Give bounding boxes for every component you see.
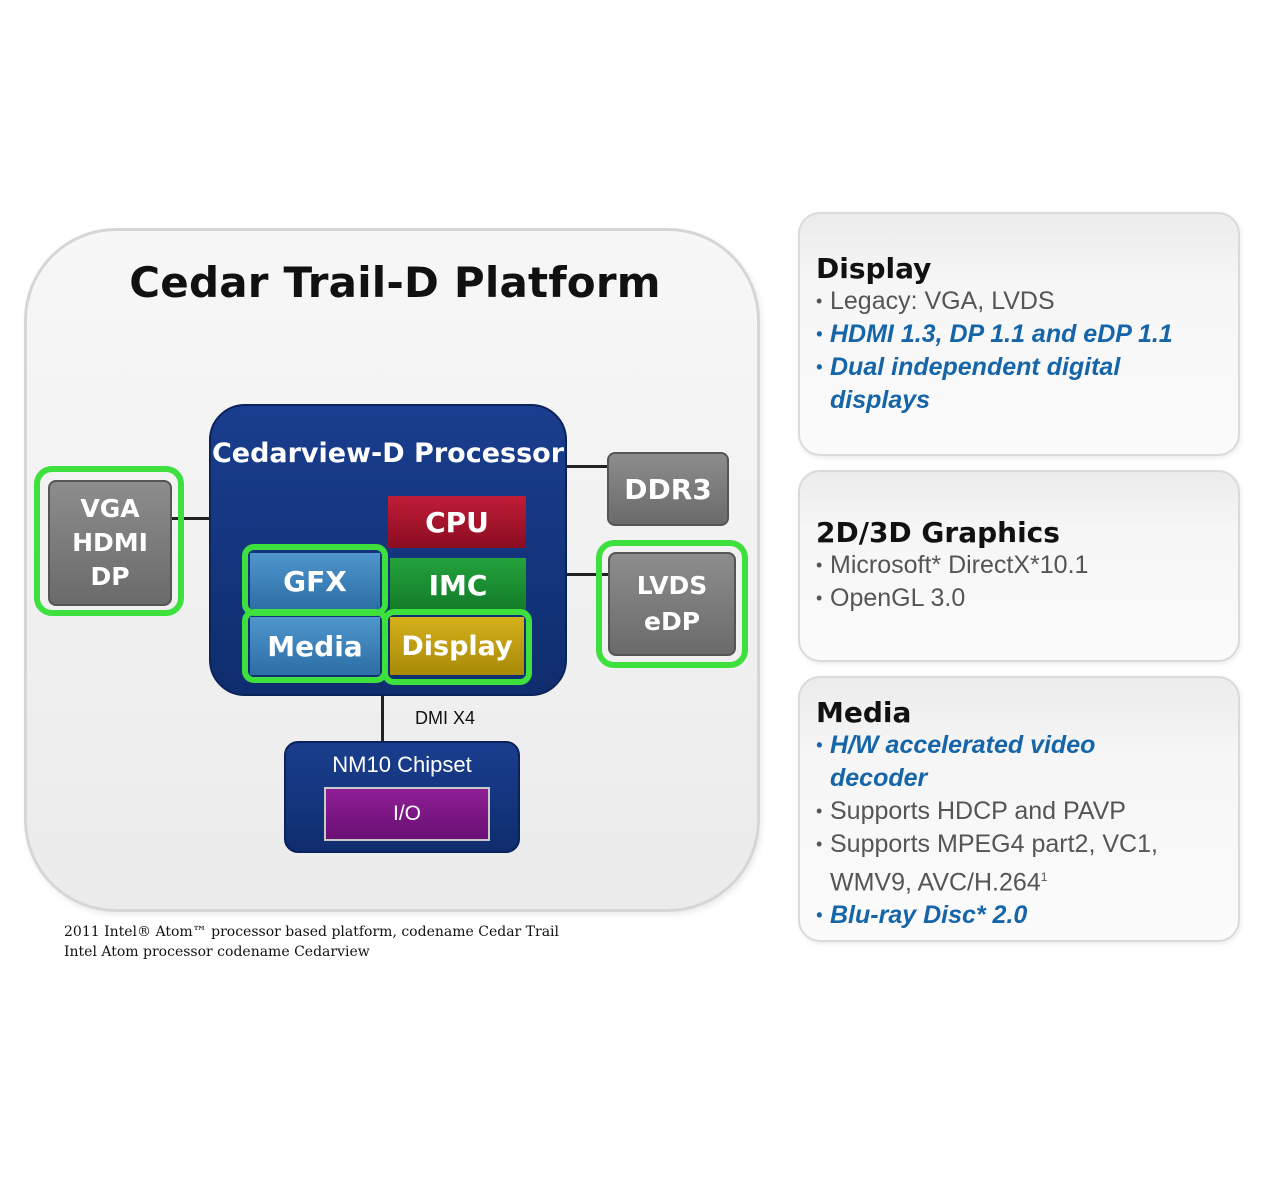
- footnote-line-1: 2011 Intel® Atom™ processor based platfo…: [64, 924, 560, 940]
- highlight-media: [242, 609, 388, 683]
- highlight-lvds: [596, 540, 748, 668]
- cpu-block: CPU: [388, 496, 526, 548]
- gfx-block: GFX: [250, 553, 380, 609]
- imc-block: IMC: [390, 558, 526, 612]
- list-item: Microsoft* DirectX*10.1: [816, 549, 1238, 582]
- media-features-panel: Media H/W accelerated video decoder Supp…: [798, 676, 1240, 942]
- platform-footnote: 2011 Intel® Atom™ processor based platfo…: [64, 922, 559, 962]
- vga-label: VGA: [80, 494, 140, 523]
- highlight-vga: [34, 466, 184, 616]
- dmi-label: DMI X4: [415, 708, 476, 728]
- platform-title: Cedar Trail-D Platform: [129, 258, 661, 307]
- media-features-list: H/W accelerated video decoder Supports H…: [816, 729, 1238, 932]
- highlight-display: [382, 609, 532, 685]
- footnote-marker: 1: [1040, 870, 1048, 884]
- lvds-box: LVDS eDP: [608, 552, 736, 656]
- display-features-list: Legacy: VGA, LVDS HDMI 1.3, DP 1.1 and e…: [816, 285, 1238, 417]
- processor-title: Cedarview-D Processor: [211, 438, 565, 469]
- list-item: Dual independent digital displays: [816, 351, 1160, 417]
- graphics-features-title: 2D/3D Graphics: [816, 516, 1060, 549]
- highlight-gfx: [242, 544, 388, 616]
- list-item: OpenGL 3.0: [816, 582, 1238, 615]
- media-block: Media: [250, 617, 380, 675]
- connector-ddr3: [566, 465, 608, 468]
- display-features-panel: Display Legacy: VGA, LVDS HDMI 1.3, DP 1…: [798, 212, 1240, 456]
- list-item: HDMI 1.3, DP 1.1 and eDP 1.1: [816, 318, 1238, 351]
- chipset-title: NM10 Chipset: [332, 752, 472, 777]
- media-features-title: Media: [816, 696, 912, 729]
- footnote-line-2: Intel Atom processor codename Cedarview: [64, 944, 370, 960]
- video-out-box: VGA HDMI DP: [48, 480, 172, 606]
- hdmi-label: HDMI: [72, 528, 148, 557]
- ddr3-box: DDR3: [607, 452, 729, 526]
- display-block: Display: [390, 617, 524, 675]
- graphics-features-list: Microsoft* DirectX*10.1 OpenGL 3.0: [816, 549, 1238, 615]
- connector-right: [566, 573, 608, 576]
- lvds-label: LVDS: [636, 571, 708, 600]
- connector-dmi: [381, 694, 384, 743]
- list-item: H/W accelerated video decoder: [816, 729, 1150, 795]
- graphics-features-panel: 2D/3D Graphics Microsoft* DirectX*10.1 O…: [798, 470, 1240, 662]
- list-item: Blu-ray Disc* 2.0: [816, 899, 1238, 932]
- list-item: Legacy: VGA, LVDS: [816, 285, 1238, 318]
- media-codecs-text: Supports MPEG4 part2, VC1, WMV9, AVC/H.2…: [830, 830, 1158, 897]
- edp-label: eDP: [643, 607, 701, 636]
- list-item: Supports MPEG4 part2, VC1, WMV9, AVC/H.2…: [816, 828, 1210, 899]
- list-item: Supports HDCP and PAVP: [816, 795, 1238, 828]
- io-block: I/O: [324, 787, 490, 841]
- dp-label: DP: [90, 562, 130, 591]
- display-features-title: Display: [816, 252, 932, 285]
- connector-left: [172, 517, 212, 520]
